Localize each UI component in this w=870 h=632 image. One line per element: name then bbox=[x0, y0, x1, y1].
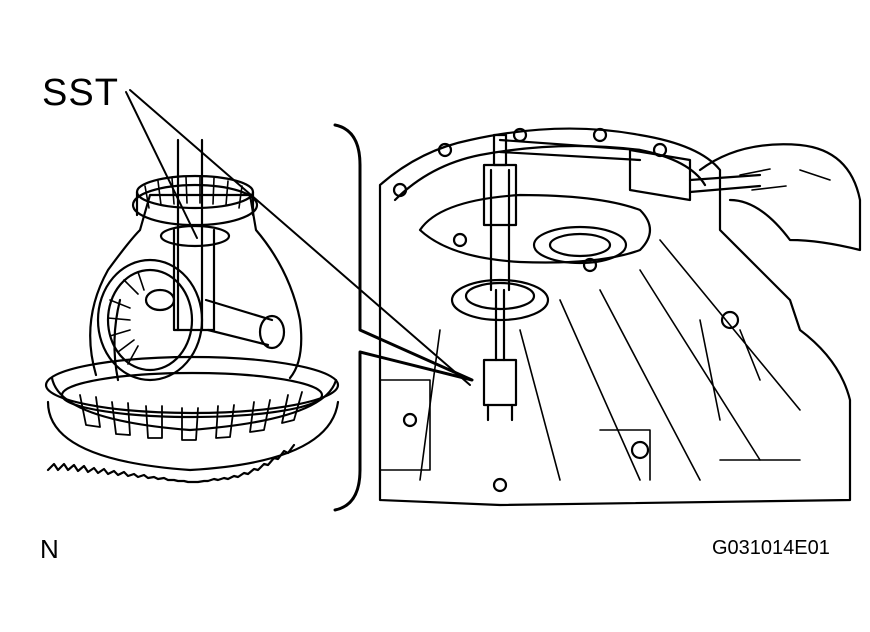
differential-inset bbox=[44, 138, 340, 484]
ring-gear-teeth bbox=[46, 443, 296, 484]
callout-bracket bbox=[333, 123, 474, 512]
figure-id-label: G031014E01 bbox=[712, 537, 830, 559]
transaxle-case bbox=[378, 127, 862, 507]
sst-leader-lines bbox=[125, 89, 471, 386]
sst-label: SST bbox=[42, 72, 119, 114]
view-code-label: N bbox=[40, 534, 59, 564]
